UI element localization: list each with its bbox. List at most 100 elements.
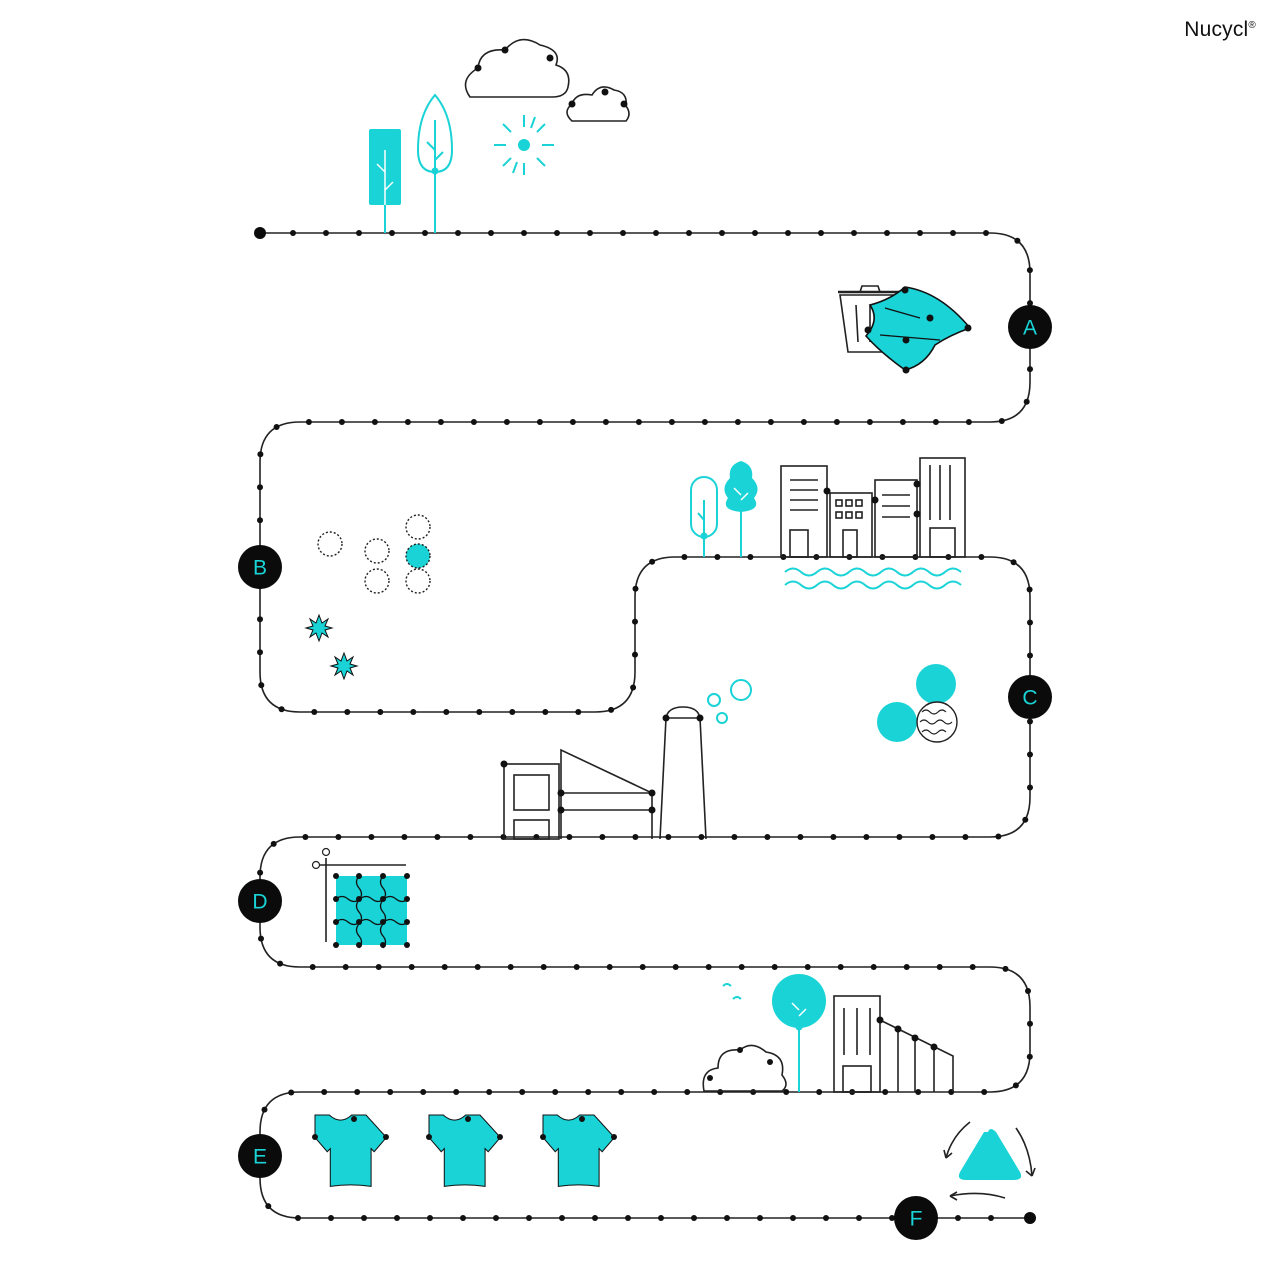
step-marker-c-label: C bbox=[1022, 687, 1037, 710]
path-dot bbox=[389, 230, 395, 236]
path-dot bbox=[804, 964, 811, 970]
path-dot bbox=[257, 484, 263, 491]
path-dot bbox=[1027, 751, 1033, 758]
path-dot bbox=[950, 230, 956, 236]
path-dot bbox=[691, 1215, 697, 1221]
path-dot bbox=[724, 1215, 730, 1221]
step-marker-f-label: F bbox=[910, 1208, 923, 1231]
path-dot bbox=[1027, 619, 1033, 626]
path-dot bbox=[394, 1215, 400, 1221]
path-dot bbox=[790, 1215, 796, 1221]
path-dot bbox=[257, 649, 263, 656]
cloud-small-icon bbox=[566, 86, 630, 122]
path-dot bbox=[818, 230, 824, 236]
path-dot bbox=[837, 964, 844, 970]
path-dot bbox=[665, 834, 672, 840]
bush-icon bbox=[702, 1044, 787, 1092]
building-icon bbox=[833, 995, 954, 1093]
path-dot bbox=[757, 1215, 763, 1221]
path-dot bbox=[1027, 300, 1033, 307]
path-dot bbox=[1002, 965, 1009, 972]
path-dot bbox=[278, 706, 285, 713]
path-dot bbox=[932, 419, 939, 425]
path-dot bbox=[630, 684, 637, 691]
path-dot bbox=[863, 834, 870, 840]
path-dot bbox=[698, 834, 705, 840]
path-dot bbox=[684, 1089, 691, 1095]
path-dot bbox=[884, 230, 890, 236]
path-dot bbox=[453, 1089, 460, 1095]
path-dot bbox=[823, 1215, 829, 1221]
path-dot bbox=[701, 419, 708, 425]
path-dot bbox=[717, 1089, 724, 1095]
path-dot bbox=[509, 709, 516, 715]
path-dot bbox=[651, 1089, 658, 1095]
path-dot bbox=[1026, 586, 1033, 593]
step-marker-b-label: B bbox=[253, 557, 267, 580]
path-dot bbox=[1027, 784, 1033, 791]
path-dot bbox=[635, 419, 642, 425]
step-marker-c: C bbox=[1008, 675, 1052, 719]
path-dot bbox=[486, 1089, 493, 1095]
path-dot bbox=[387, 1089, 394, 1095]
path-dot bbox=[361, 1215, 367, 1221]
path-dot bbox=[816, 1089, 823, 1095]
path-dot bbox=[618, 1089, 625, 1095]
path-dot bbox=[1027, 718, 1033, 725]
path-dot bbox=[870, 964, 877, 970]
path-dot bbox=[658, 1215, 664, 1221]
path-dot bbox=[338, 419, 345, 425]
path-dot bbox=[981, 1089, 988, 1095]
path-dot bbox=[632, 834, 639, 840]
trash-bin-with-textile-icon bbox=[838, 285, 972, 374]
path-start-dot bbox=[254, 227, 266, 239]
path-dot bbox=[797, 834, 804, 840]
path-dot bbox=[569, 419, 576, 425]
path-dot bbox=[962, 834, 969, 840]
path-dot bbox=[714, 554, 721, 560]
path-dot bbox=[290, 230, 296, 236]
path-dot bbox=[632, 618, 638, 625]
path-dot bbox=[371, 419, 378, 425]
path-dot bbox=[1027, 1020, 1033, 1027]
path-dot bbox=[1023, 398, 1030, 405]
path-dot bbox=[288, 1089, 295, 1096]
path-dot bbox=[1022, 816, 1029, 823]
path-dot bbox=[969, 964, 976, 970]
path-dot bbox=[752, 230, 758, 236]
path-dot bbox=[460, 1215, 466, 1221]
path-dot bbox=[747, 554, 754, 560]
path-dot bbox=[917, 230, 923, 236]
path-dot bbox=[587, 230, 593, 236]
path-dot bbox=[1027, 652, 1033, 659]
path-dot bbox=[422, 230, 428, 236]
path-dot bbox=[783, 1089, 790, 1095]
path-dot bbox=[965, 419, 972, 425]
path-dot bbox=[321, 1089, 328, 1095]
path-dot bbox=[1025, 988, 1031, 994]
path-dot bbox=[507, 964, 514, 970]
step-marker-d-label: D bbox=[252, 891, 267, 914]
path-dot bbox=[443, 709, 450, 715]
path-dot bbox=[632, 651, 638, 658]
path-dot bbox=[257, 869, 264, 876]
sun-icon bbox=[494, 115, 554, 175]
path-dot bbox=[309, 964, 316, 970]
path-dot bbox=[328, 1215, 334, 1221]
path-dot bbox=[305, 419, 312, 425]
water-waves-icon bbox=[784, 567, 962, 590]
tshirts-icon bbox=[312, 1114, 617, 1187]
path-dot bbox=[866, 419, 873, 425]
path-dot bbox=[988, 1215, 994, 1221]
path-dot bbox=[427, 1215, 433, 1221]
path-dot bbox=[889, 1215, 895, 1221]
path-dot bbox=[488, 230, 494, 236]
path-end-dot bbox=[1024, 1212, 1036, 1224]
recycle-triangle-icon bbox=[943, 1121, 1036, 1201]
brand-mark: ® bbox=[1248, 20, 1256, 31]
path-dot bbox=[437, 419, 444, 425]
step-marker-e-label: E bbox=[253, 1146, 267, 1169]
step-marker-b: B bbox=[238, 545, 282, 589]
path-dot bbox=[800, 419, 807, 425]
